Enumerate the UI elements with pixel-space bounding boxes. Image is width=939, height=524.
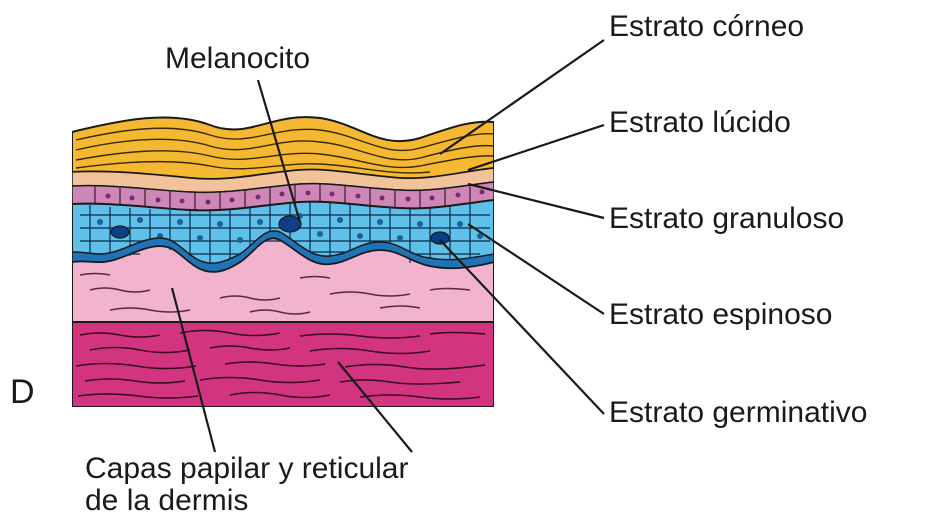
label-melanocito: Melanocito	[165, 42, 310, 76]
label-estrato-granuloso: Estrato granuloso	[609, 202, 844, 236]
label-dermis-line1: Capas papilar y reticular	[85, 452, 408, 486]
panel-letter: D	[10, 374, 35, 410]
leader-corneo	[440, 40, 604, 154]
label-dermis-line2: de la dermis	[85, 484, 248, 518]
stratum-corneum	[72, 117, 494, 179]
label-estrato-espinoso: Estrato espinoso	[609, 298, 832, 332]
label-estrato-germinativo: Estrato germinativo	[609, 396, 867, 430]
label-estrato-corneo: Estrato córneo	[609, 10, 804, 44]
label-estrato-lucido: Estrato lúcido	[609, 106, 791, 140]
